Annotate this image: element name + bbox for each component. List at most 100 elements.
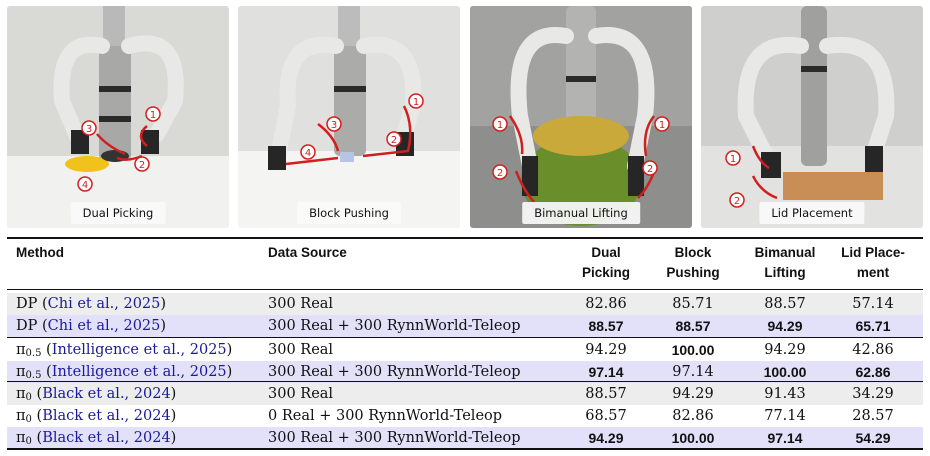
data-source-cell: 300 Real + 300 RynnWorld-Teleop <box>268 318 521 334</box>
citation-link[interactable]: Intelligence et al., 2025 <box>51 342 227 358</box>
data-source-cell: 0 Real + 300 RynnWorld-Teleop <box>268 408 503 424</box>
robot-photo-lid-placement: 1 2 <box>701 6 923 228</box>
method-cell: π0 (Black et al., 2024) <box>16 430 177 447</box>
score-cell: 100.00 <box>763 364 807 380</box>
score-cell: 94.29 <box>767 318 803 334</box>
table-row: π0 (Black et al., 2024) 0 Real + 300 Rynn… <box>7 405 923 427</box>
score-cell: 85.71 <box>672 296 714 312</box>
method-name: π <box>16 364 26 380</box>
score-cell: 68.57 <box>585 408 627 424</box>
method-name: π <box>16 386 26 402</box>
panel-marker: 1 <box>730 154 736 165</box>
score-cell: 91.43 <box>764 386 806 402</box>
panel-caption: Lid Placement <box>759 202 865 224</box>
score-cell: 82.86 <box>672 408 714 424</box>
method-cell: π0 (Black et al., 2024) <box>16 386 177 403</box>
header-line: Lid Place- <box>841 245 905 260</box>
panel-marker: 1 <box>150 110 156 121</box>
table-row: DP (Chi et al., 2025) 300 Real + 300 Rynn… <box>7 315 923 337</box>
panel-marker: 2 <box>497 168 503 179</box>
header-lid-placement: Lid Place- ment <box>832 243 914 283</box>
method-cell: π0.5 (Intelligence et al., 2025) <box>16 342 233 359</box>
panel-block-pushing: 1 2 3 4 Block Pushing <box>238 6 460 228</box>
panel-marker: 1 <box>497 120 503 131</box>
citation-link[interactable]: Black et al., 2024 <box>42 408 171 424</box>
method-cell: DP (Chi et al., 2025) <box>16 318 167 334</box>
data-source-cell: 300 Real + 300 RynnWorld-Teleop <box>268 430 521 446</box>
score-cell: 28.57 <box>852 408 894 424</box>
score-cell: 94.29 <box>672 386 714 402</box>
header-dual-picking: Dual Picking <box>568 243 644 283</box>
data-source-cell: 300 Real <box>268 386 334 402</box>
table-group-rule <box>7 337 923 338</box>
panel-caption: Bimanual Lifting <box>522 202 640 224</box>
score-cell: 100.00 <box>671 342 715 358</box>
panel-bimanual-lifting: 1 2 1 2 Bimanual Lifting <box>470 6 692 228</box>
panel-marker: 1 <box>659 120 665 131</box>
citation-link[interactable]: Black et al., 2024 <box>42 386 171 402</box>
header-bimanual-lifting: Bimanual Lifting <box>743 243 827 283</box>
score-cell: 88.57 <box>588 318 624 334</box>
score-cell: 77.14 <box>764 408 806 424</box>
score-cell: 88.57 <box>585 386 627 402</box>
panel-marker: 1 <box>413 97 419 108</box>
table-top-rule <box>7 237 923 239</box>
header-data-source: Data Source <box>268 245 347 260</box>
citation-link[interactable]: Intelligence et al., 2025 <box>51 364 227 380</box>
header-line: Dual <box>591 245 621 260</box>
score-cell: 82.86 <box>585 296 627 312</box>
method-subscript: 0.5 <box>25 348 42 359</box>
panel-marker: 2 <box>139 160 145 171</box>
method-subscript: 0.5 <box>25 370 42 381</box>
panel-marker: 2 <box>391 135 397 146</box>
robot-photo-bimanual-lifting: 1 2 1 2 <box>470 6 692 228</box>
score-cell: 54.29 <box>855 430 891 446</box>
score-cell: 34.29 <box>852 386 894 402</box>
robot-photo-dual-picking: 1 2 3 4 <box>7 6 229 228</box>
panel-caption: Dual Picking <box>70 202 166 224</box>
method-cell: π0 (Black et al., 2024) <box>16 408 177 425</box>
score-cell: 88.57 <box>764 296 806 312</box>
method-name: DP <box>16 318 38 334</box>
method-name: π <box>16 342 26 358</box>
method-name: π <box>16 408 26 424</box>
header-line: Bimanual <box>754 245 816 260</box>
method-name: π <box>16 430 26 446</box>
table-bottom-rule <box>7 448 923 450</box>
citation-link[interactable]: Black et al., 2024 <box>42 430 171 446</box>
panel-marker: 3 <box>86 124 92 135</box>
table-row: π0.5 (Intelligence et al., 2025)300 Real… <box>7 361 923 383</box>
method-name: DP <box>16 296 38 312</box>
citation-link[interactable]: Chi et al., 2025 <box>47 318 161 334</box>
score-cell: 65.71 <box>855 318 891 334</box>
method-subscript: 0 <box>25 436 32 447</box>
header-method: Method <box>16 245 64 260</box>
score-cell: 97.14 <box>767 430 803 446</box>
header-line: Pushing <box>666 265 720 280</box>
score-cell: 100.00 <box>671 430 715 446</box>
panel-lid-placement: 1 2 Lid Placement <box>701 6 923 228</box>
panel-marker: 2 <box>734 196 740 207</box>
table-row: DP (Chi et al., 2025) 300 Real 82.86 85.71 8… <box>7 293 923 315</box>
score-cell: 62.86 <box>855 364 891 380</box>
method-subscript: 0 <box>25 414 32 425</box>
panel-marker: 3 <box>331 120 337 131</box>
header-line: ment <box>856 265 890 280</box>
header-block-pushing: Block Pushing <box>654 243 732 283</box>
table-row: π0.5 (Intelligence et al., 2025) 300 Real… <box>7 339 923 361</box>
score-cell: 57.14 <box>852 296 894 312</box>
score-cell: 94.29 <box>588 430 624 446</box>
score-cell: 42.86 <box>852 342 894 358</box>
panel-marker: 4 <box>82 180 88 191</box>
score-cell: 94.29 <box>585 342 627 358</box>
citation-link[interactable]: Chi et al., 2025 <box>47 296 161 312</box>
data-source-cell: 300 Real + 300 RynnWorld-Teleop <box>268 364 521 380</box>
score-cell: 94.29 <box>764 342 806 358</box>
data-source-cell: 300 Real <box>268 342 334 358</box>
method-cell: DP (Chi et al., 2025) <box>16 296 167 312</box>
panel-marker: 2 <box>647 164 653 175</box>
header-line: Block <box>674 245 712 260</box>
panel-caption: Block Pushing <box>297 202 401 224</box>
data-source-cell: 300 Real <box>268 296 334 312</box>
score-cell: 97.14 <box>672 364 714 380</box>
